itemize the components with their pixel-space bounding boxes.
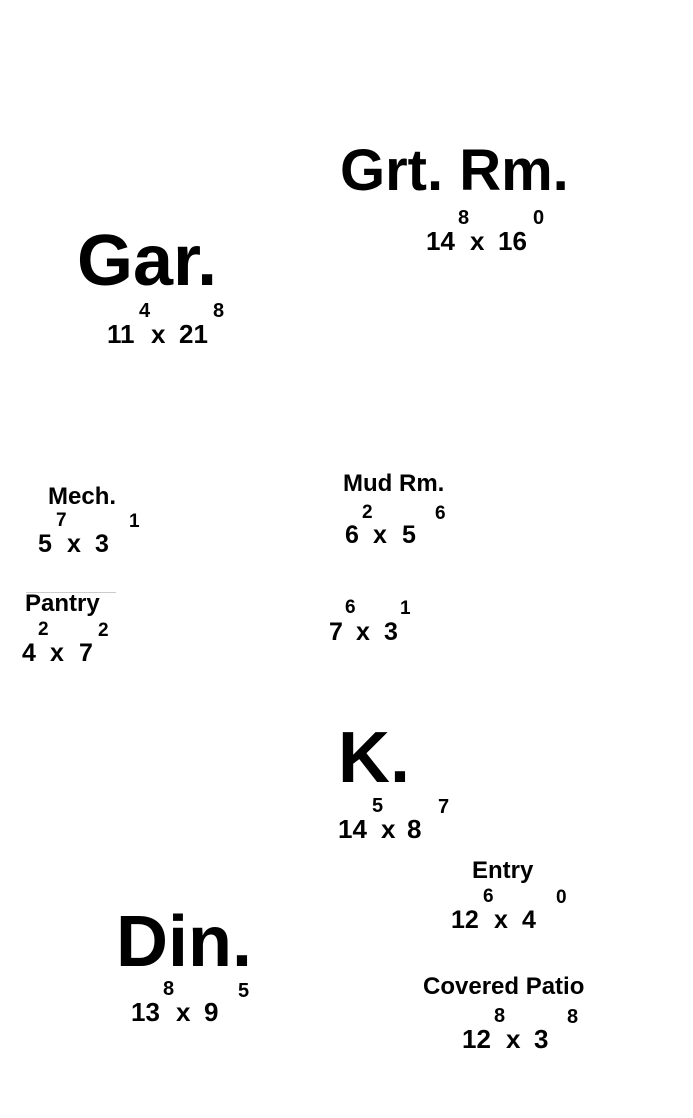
dimension-width-ft: 14 [426,226,455,256]
dimension-length-in: 7 [438,796,450,818]
dimension-width-ft: 12 [451,906,479,934]
dimension-separator: x [151,319,166,349]
dimension-separator: x [470,226,485,256]
dimension-width-in: 6 [345,597,356,618]
dimension-width-ft: 4 [22,639,36,667]
dimension-width-in: 8 [494,1005,506,1027]
dimension-width-ft: 5 [38,530,52,558]
dimension-length-in: 0 [533,207,545,229]
dimension-separator: x [176,997,191,1027]
dimension-length-in: 0 [556,887,567,908]
room-name: Grt. Rm. [340,138,569,203]
dimension-separator: x [67,530,81,558]
room-name: Pantry [25,590,100,617]
room-name: Mech. [48,483,117,510]
dimension-length-ft: 4 [522,906,536,934]
room-name: Gar. [77,221,218,301]
dimension-length-in: 8 [567,1006,579,1028]
dimension-separator: x [373,521,387,549]
dimension-width-in: 2 [38,619,49,640]
dimension-width-ft: 14 [338,814,367,844]
dimension-separator: x [381,814,396,844]
dimension-width-ft: 12 [462,1024,491,1054]
dimension-width-ft: 13 [131,997,160,1027]
room-name: Din. [116,902,252,982]
dimension-length-ft: 9 [204,997,219,1027]
room-name: Mud Rm. [343,470,445,497]
room-name: K. [338,718,410,798]
dimension-width-in: 8 [163,978,175,1000]
dimension-separator: x [50,639,64,667]
dimension-separator: x [494,906,508,934]
dimension-length-in: 8 [213,300,225,322]
dimension-length-in: 6 [435,503,446,524]
dimension-length-in: 1 [129,511,140,532]
dimension-width-ft: 6 [345,521,359,549]
dimension-length-ft: 16 [498,226,527,256]
dimension-length-ft: 3 [534,1024,549,1054]
dimension-width-in: 5 [372,795,384,817]
room-name: Covered Patio [423,973,585,1000]
dimension-length-ft: 21 [179,319,208,349]
dimension-width-in: 8 [458,207,470,229]
dimension-length-in: 1 [400,598,411,619]
dimension-width-in: 2 [362,502,373,523]
dimension-width-in: 7 [56,510,67,531]
dimension-width-in: 6 [483,886,494,907]
dimension-length-ft: 8 [407,814,422,844]
dimension-length-in: 2 [98,620,109,641]
dimension-width-ft: 7 [329,618,343,646]
dimension-length-ft: 5 [402,521,416,549]
dimension-length-ft: 3 [95,530,109,558]
dimension-separator: x [506,1024,521,1054]
dimension-length-ft: 7 [79,639,93,667]
dimension-width-ft: 11 [107,319,135,349]
dimension-length-in: 5 [238,980,250,1002]
dimension-width-in: 4 [139,300,151,322]
room-name: Entry [472,857,534,884]
dimension-separator: x [356,618,370,646]
dimension-length-ft: 3 [384,618,398,646]
divider [26,592,116,593]
